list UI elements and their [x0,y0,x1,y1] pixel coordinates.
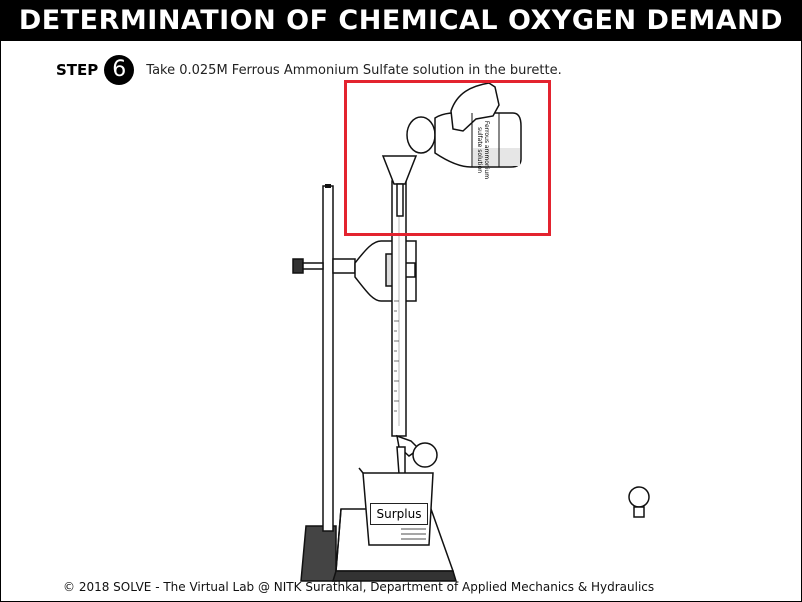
small-funnel-icon[interactable] [628,486,650,518]
stand-rod [322,184,334,532]
step-number-badge: 6 [104,55,135,85]
step-row: STEP 6 Take 0.025M Ferrous Ammonium Sulf… [56,55,562,85]
footer-copyright: © 2018 SOLVE - The Virtual Lab @ NITK Su… [63,580,655,594]
step-instruction: Take 0.025M Ferrous Ammonium Sulfate sol… [146,62,562,78]
highlight-box [344,80,551,236]
hand-pouring-bottle-icon[interactable] [406,82,522,168]
step-label: STEP [56,61,99,79]
page-title: DETERMINATION OF CHEMICAL OXYGEN DEMAND [1,1,801,41]
funnel-icon [381,155,418,217]
burette-graduations [394,300,399,412]
surplus-label: Surplus [370,503,428,525]
